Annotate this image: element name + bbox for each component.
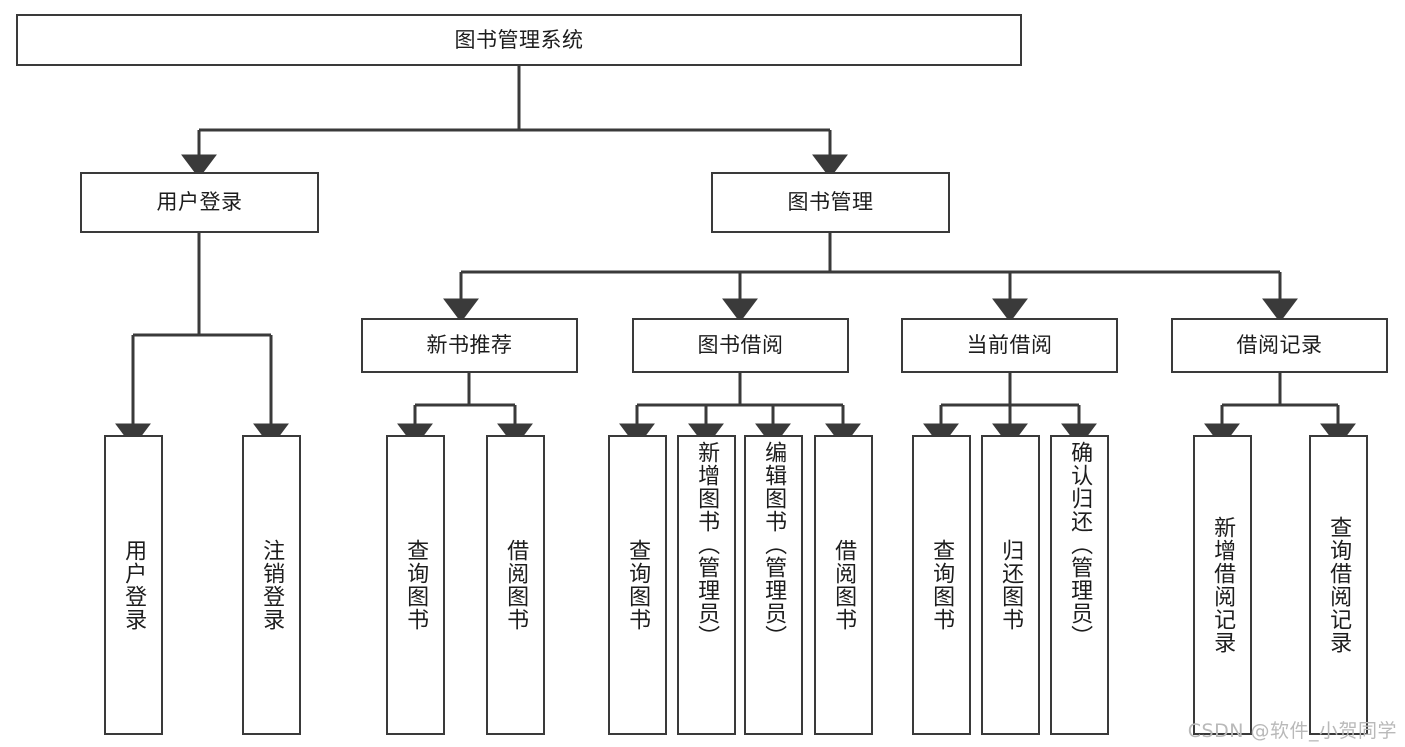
- node-new-book-recommend[interactable]: 新书推荐: [361, 318, 578, 373]
- node-borrow-record-label: 借阅记录: [1236, 333, 1323, 358]
- node-book-management[interactable]: 图书管理: [711, 172, 950, 233]
- leaf-record-query-record[interactable]: 查询借阅记录: [1309, 435, 1368, 735]
- leaf-record-query-record-label: 查询借阅记录: [1326, 516, 1352, 654]
- leaf-borrow-edit-book-label: 编辑图书（管理员）: [761, 441, 787, 648]
- leaf-recommend-borrow-book[interactable]: 借阅图书: [486, 435, 545, 735]
- node-user-login-label: 用户登录: [156, 190, 243, 215]
- leaf-current-return-book[interactable]: 归还图书: [981, 435, 1040, 735]
- leaf-current-query-book-label: 查询图书: [929, 539, 955, 631]
- leaf-current-return-book-label: 归还图书: [998, 539, 1024, 631]
- leaf-current-query-book[interactable]: 查询图书: [912, 435, 971, 735]
- leaf-user-login-login-label: 用户登录: [121, 539, 147, 631]
- node-book-borrow-label: 图书借阅: [697, 333, 784, 358]
- leaf-current-confirm-return[interactable]: 确认归还（管理员）: [1050, 435, 1109, 735]
- leaf-record-add-record-label: 新增借阅记录: [1210, 516, 1236, 654]
- node-book-management-label: 图书管理: [787, 190, 874, 215]
- csdn-watermark: CSDN @软件_小贺同学: [1187, 720, 1397, 742]
- leaf-user-login-logout[interactable]: 注销登录: [242, 435, 301, 735]
- leaf-borrow-add-book-label: 新增图书（管理员）: [694, 441, 720, 648]
- node-borrow-record[interactable]: 借阅记录: [1171, 318, 1388, 373]
- leaf-recommend-borrow-book-label: 借阅图书: [503, 539, 529, 631]
- leaf-borrow-borrow-book-label: 借阅图书: [831, 539, 857, 631]
- leaf-record-add-record[interactable]: 新增借阅记录: [1193, 435, 1252, 735]
- node-new-book-recommend-label: 新书推荐: [426, 333, 513, 358]
- node-current-borrow[interactable]: 当前借阅: [901, 318, 1118, 373]
- node-current-borrow-label: 当前借阅: [966, 333, 1053, 358]
- leaf-borrow-query-book[interactable]: 查询图书: [608, 435, 667, 735]
- node-book-borrow[interactable]: 图书借阅: [632, 318, 849, 373]
- leaf-user-login-logout-label: 注销登录: [259, 539, 285, 631]
- node-root[interactable]: 图书管理系统: [16, 14, 1022, 66]
- leaf-user-login-login[interactable]: 用户登录: [104, 435, 163, 735]
- leaf-borrow-borrow-book[interactable]: 借阅图书: [814, 435, 873, 735]
- leaf-recommend-query-book-label: 查询图书: [403, 539, 429, 631]
- leaf-borrow-query-book-label: 查询图书: [625, 539, 651, 631]
- leaf-recommend-query-book[interactable]: 查询图书: [386, 435, 445, 735]
- leaf-borrow-edit-book[interactable]: 编辑图书（管理员）: [744, 435, 803, 735]
- leaf-borrow-add-book[interactable]: 新增图书（管理员）: [677, 435, 736, 735]
- node-root-label: 图书管理系统: [454, 27, 584, 52]
- leaf-current-confirm-return-label: 确认归还（管理员）: [1067, 441, 1093, 648]
- node-user-login[interactable]: 用户登录: [80, 172, 319, 233]
